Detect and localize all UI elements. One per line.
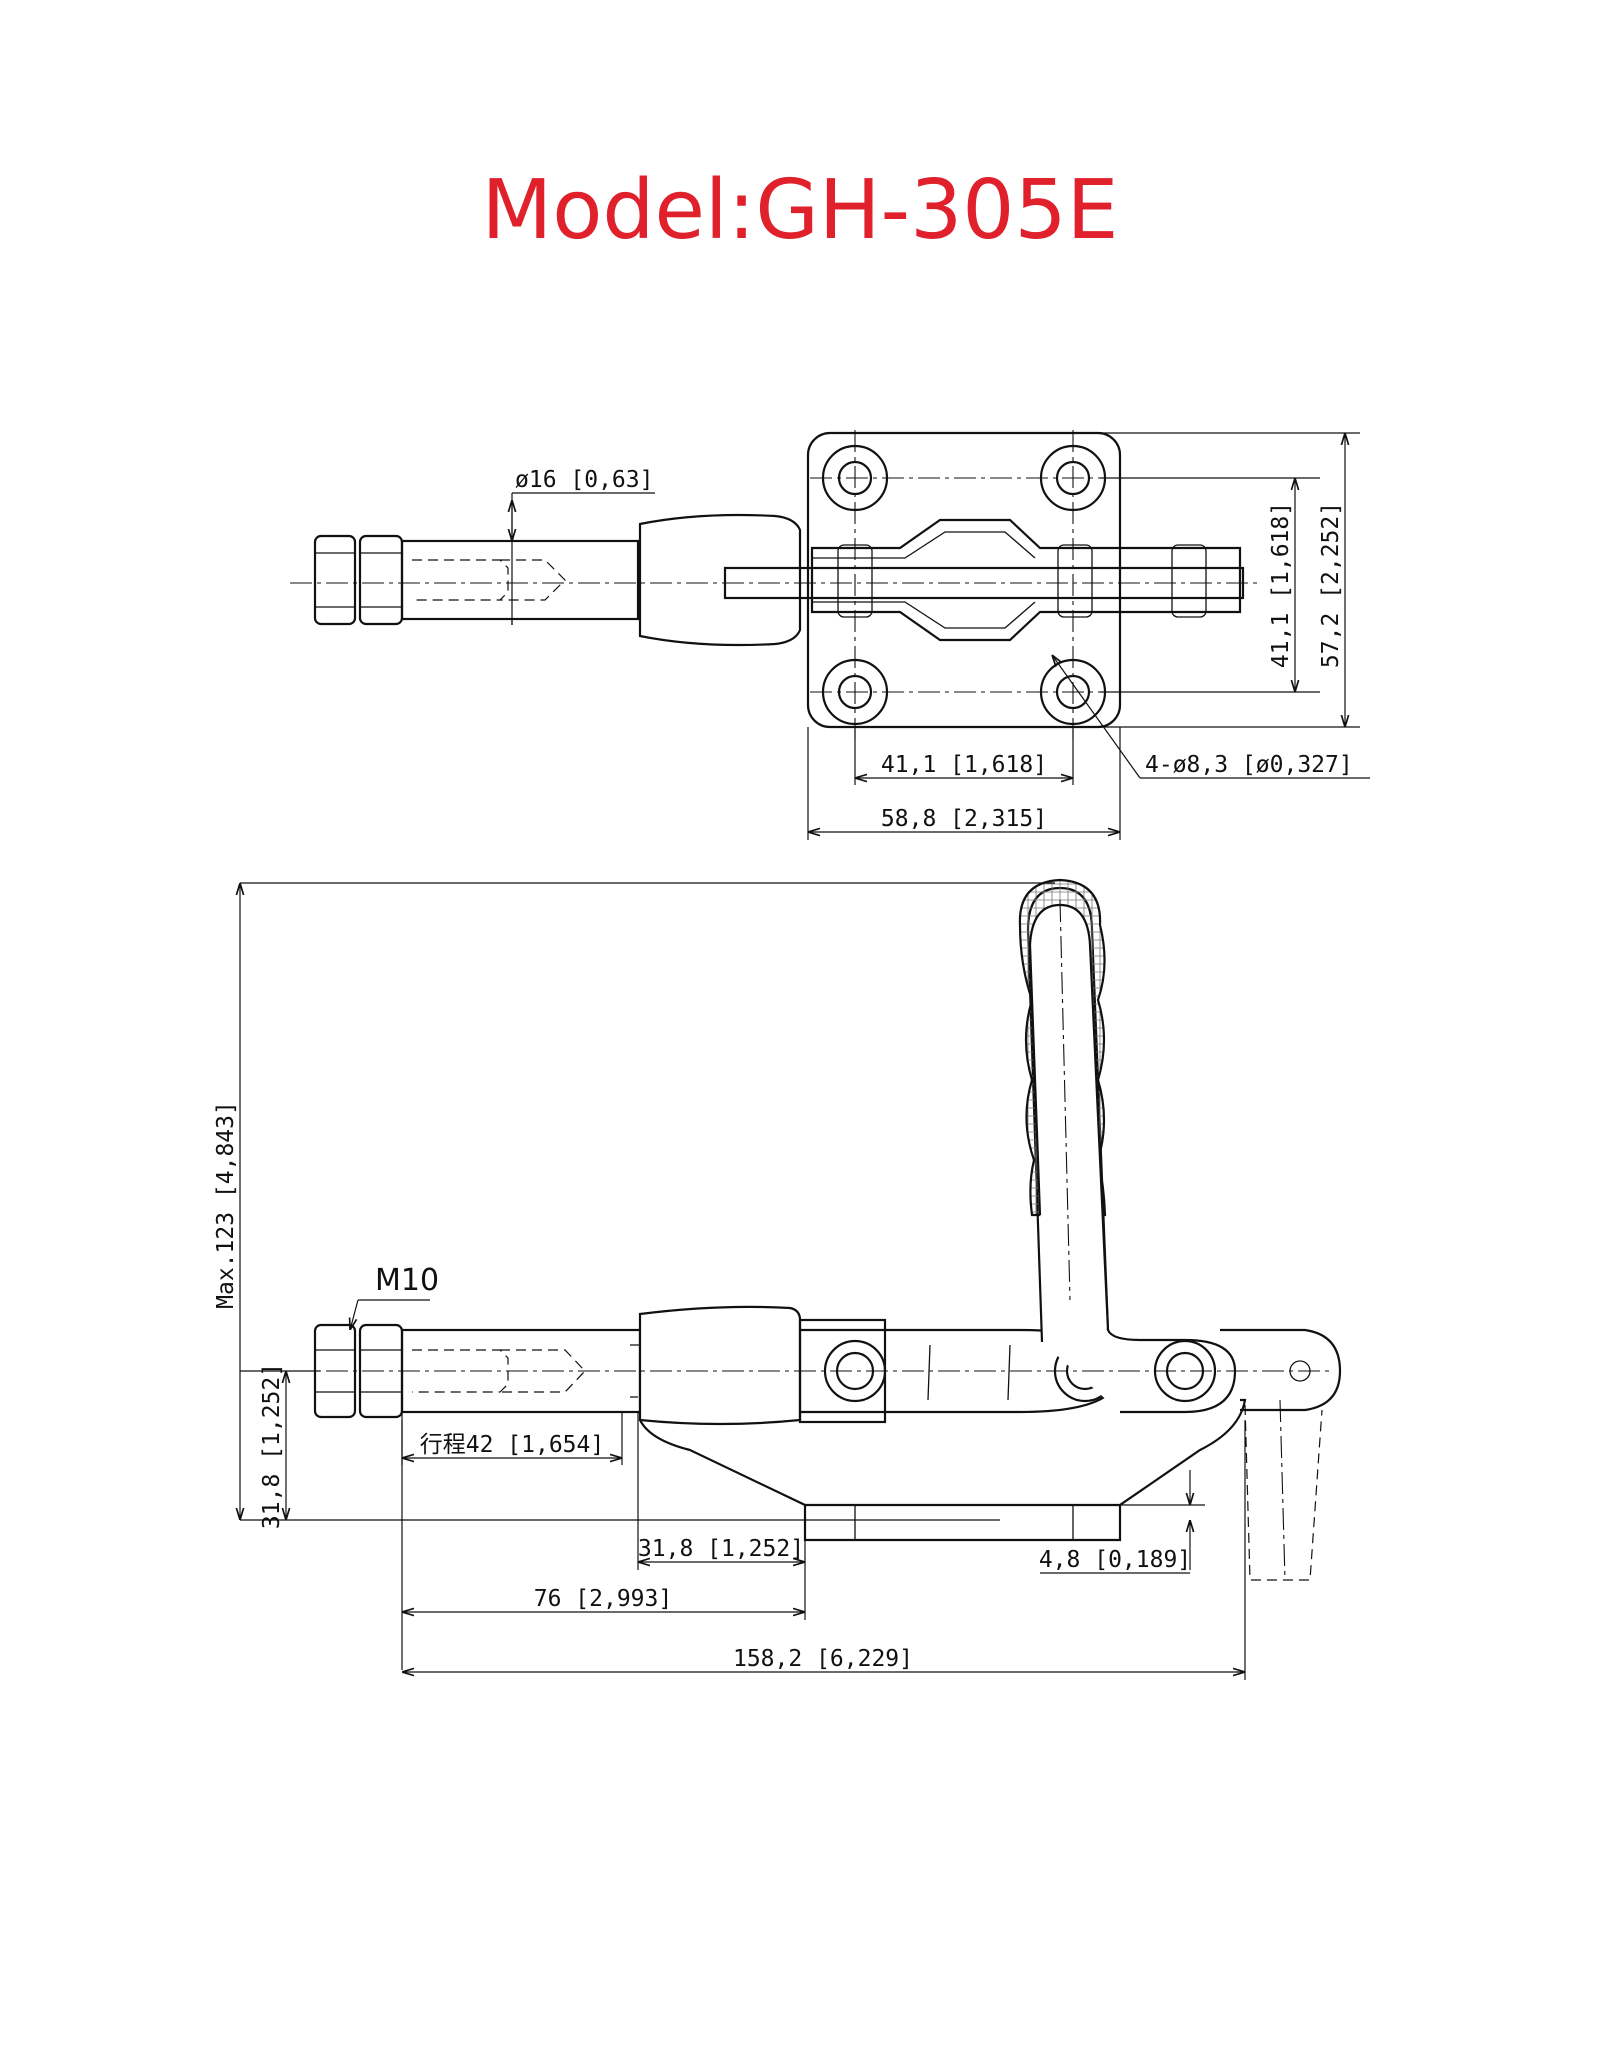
- height-inner-label: 41,1 [1,618]: [1268, 502, 1294, 668]
- thread-label: M10: [375, 1263, 439, 1298]
- base-thickness-label: 4,8 [0,189]: [1039, 1547, 1191, 1573]
- bolt-diameter-label: ø16 [0,63]: [515, 467, 653, 493]
- side-bushing: [638, 1305, 802, 1426]
- side-plunger-tip: [1220, 1328, 1342, 1412]
- max-height-label: Max.123 [4,843]: [213, 1101, 239, 1309]
- side-view-dimensions: Max.123 [4,843] 31,8 [1,252] M10 行程42 [1…: [213, 882, 1246, 1680]
- top-pins: [837, 544, 1207, 618]
- hole-spec-label: 4-ø8,3 [ø0,327]: [1145, 752, 1353, 778]
- rod-length-label: 76 [2,993]: [534, 1586, 672, 1612]
- height-outer-label: 57,2 [2,252]: [1318, 502, 1344, 668]
- overall-length-label: 158,2 [6,229]: [733, 1646, 913, 1672]
- width-outer-label: 58,8 [2,315]: [881, 806, 1047, 832]
- base-height-label: 31,8 [1,252]: [259, 1363, 285, 1529]
- model-title: Model:GH-305E: [481, 163, 1119, 258]
- top-nut-inner: [358, 534, 404, 626]
- top-bushing: [638, 513, 802, 647]
- top-nut-outer: [313, 534, 357, 626]
- top-linkage: [810, 518, 1242, 642]
- top-view: [290, 430, 1260, 740]
- stroke-label: 行程42 [1,654]: [420, 1432, 604, 1458]
- top-mounting-holes: [821, 444, 1107, 726]
- side-body: [639, 1398, 1247, 1542]
- width-inner-label: 41,1 [1,618]: [881, 752, 1047, 778]
- top-base-plate: [806, 431, 1122, 729]
- body-length-label: 31,8 [1,252]: [638, 1536, 804, 1562]
- side-view: [290, 878, 1342, 1581]
- top-view-dimensions: ø16 [0,63] 41,1 [1,618] 57,2 [2,252] 41,…: [512, 432, 1370, 840]
- top-rod: [400, 539, 640, 621]
